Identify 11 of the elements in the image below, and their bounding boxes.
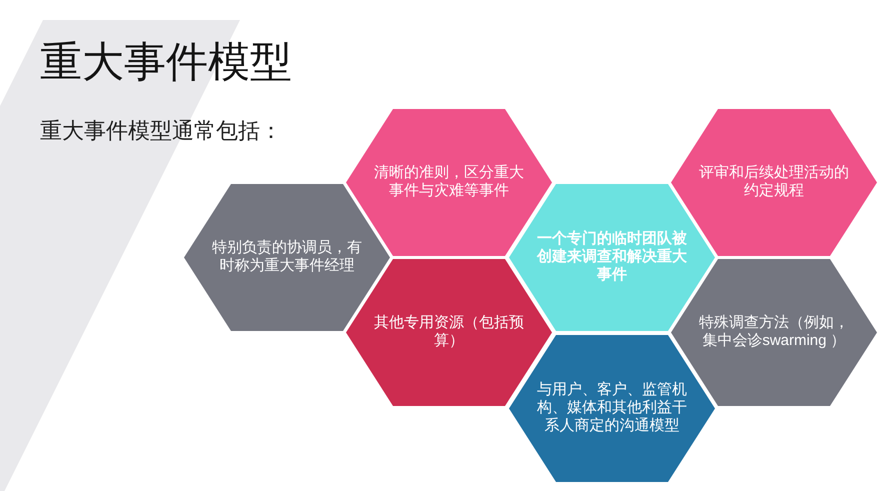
hexagon-text: 评审和后续处理活动的约定规程	[698, 164, 850, 200]
hexagon	[184, 184, 390, 330]
hexagon-text: 特别负责的协调员，有时称为重大事件经理	[211, 239, 363, 275]
hexagon-text: 与用户、客户、监管机构、媒体和其他利益干系人商定的沟通模型	[536, 381, 688, 435]
hexagon	[509, 334, 715, 482]
hexagon-text: 特殊调查方法（例如，集中会诊swarming ）	[698, 314, 850, 350]
subtitle: 重大事件模型通常包括：	[40, 118, 282, 144]
hexagon-text: 其他专用资源（包括预算）	[373, 314, 525, 350]
hexagon-text: 清晰的准则，区分重大事件与灾难等事件	[373, 164, 525, 200]
hexagon-text: 一个专门的临时团队被创建来调查和解决重大事件	[536, 230, 688, 284]
title: 重大事件模型	[40, 37, 292, 87]
